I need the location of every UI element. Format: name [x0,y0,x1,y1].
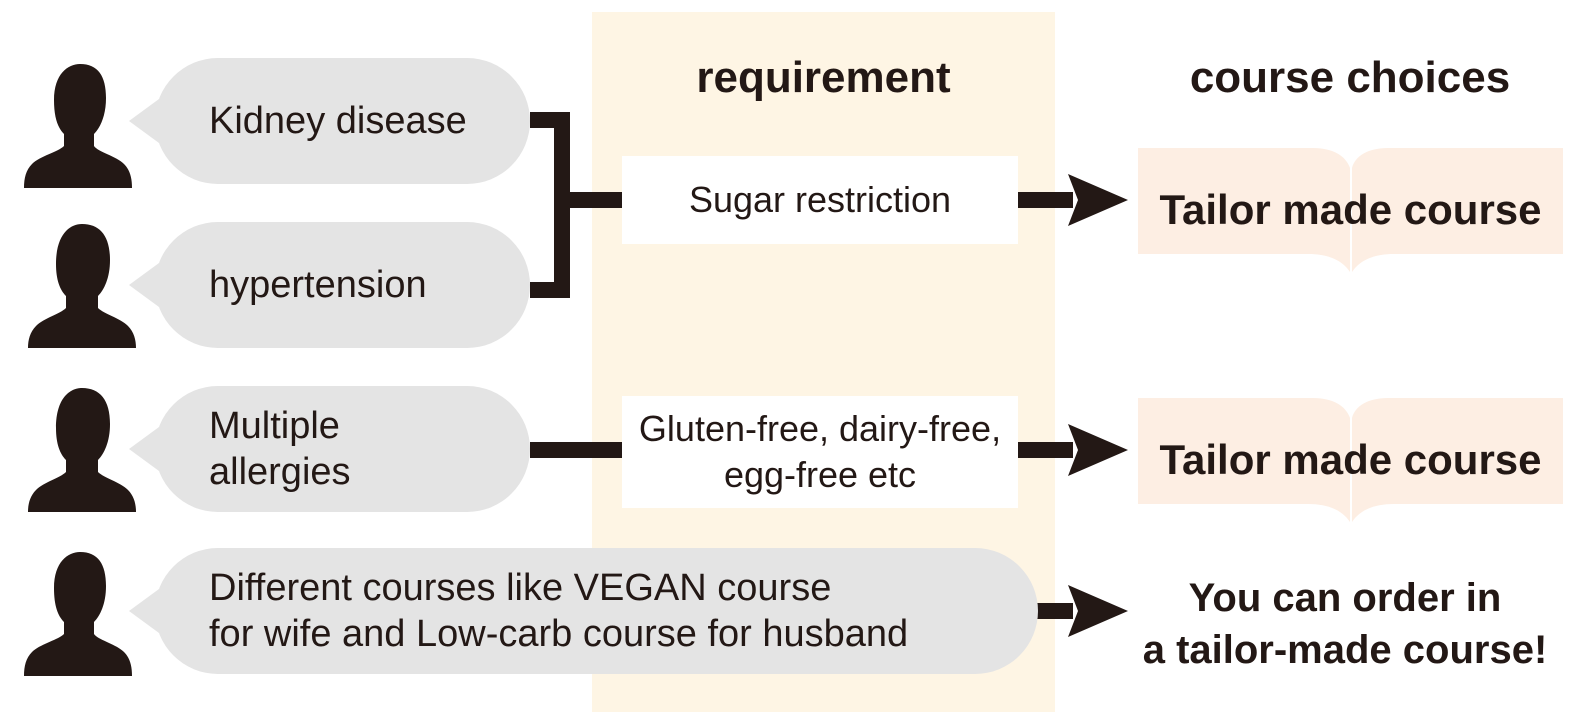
course-label: Tailor made course [1159,186,1542,233]
speech-bubble-hypertension: hypertension [129,222,530,348]
open-book-icon [1138,398,1563,522]
bracket-connector [530,112,570,298]
person-silhouette-icon [24,64,132,188]
person-silhouette-icon [28,224,136,348]
speech-bubble-kidney-disease: Kidney disease [129,58,530,184]
bubble-text: Multiple allergies [209,405,351,493]
course-label: Tailor made course [1159,436,1542,483]
open-book-icon [1138,148,1563,272]
tailor-made-order-note: You can order in a tailor-made course! [1142,576,1548,672]
bubble-text: hypertension [209,264,427,306]
requirement-heading: requirement [696,53,951,102]
speech-bubble-different-courses: Different courses like VEGAN course for … [129,548,1038,674]
person-silhouette-icon [28,388,136,512]
speech-bubble-multiple-allergies: Multiple allergies [129,386,530,512]
arrow-right-icon [1036,585,1128,637]
person-silhouette-icon [24,552,132,676]
bubble-text: Kidney disease [209,100,467,142]
requirement-box-allergen-free: Gluten-free, dairy-free, egg-free etc [622,396,1018,508]
arrow-right-icon [1018,174,1128,226]
requirement-box-sugar-restriction: Sugar restriction [622,156,1018,244]
course-choices-heading: course choices [1189,53,1511,102]
course-card-tailor-made: Tailor made course [1138,148,1563,272]
arrow-right-icon [1018,424,1128,476]
course-card-tailor-made: Tailor made course [1138,398,1563,522]
bubble-text: Different courses like VEGAN course for … [209,567,909,655]
